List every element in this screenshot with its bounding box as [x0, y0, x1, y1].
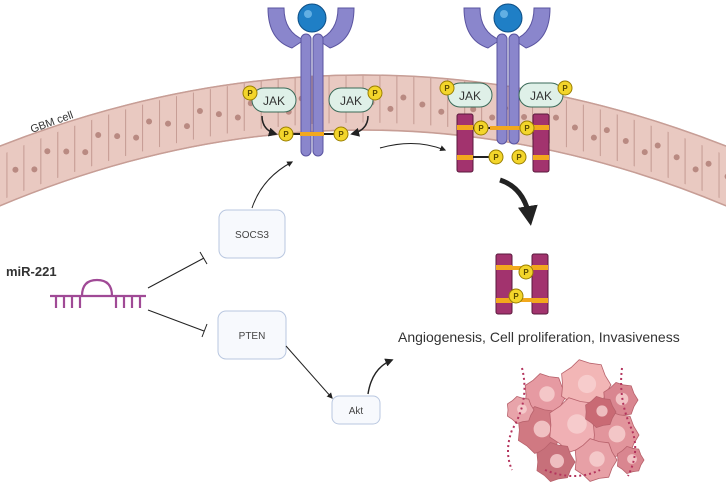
cell-nucleus [552, 114, 559, 121]
cell-nucleus [95, 131, 102, 138]
svg-text:P: P [372, 89, 378, 98]
pten-arrow [285, 345, 333, 399]
tumor-cell-nucleus [539, 386, 555, 402]
cell-nucleus [622, 137, 629, 144]
cell-nucleus [705, 160, 712, 167]
membrane-cell [718, 142, 726, 205]
svg-text:P: P [478, 124, 484, 133]
membrane-cell [379, 75, 398, 132]
socs3-arrow [251, 161, 294, 209]
cell-nucleus [63, 148, 70, 155]
svg-text:P: P [283, 130, 289, 139]
tumor-cell-nucleus [596, 405, 608, 417]
phosphate-group: P P P P [242, 85, 383, 142]
svg-text:P: P [444, 84, 450, 93]
cell-nucleus [234, 114, 241, 121]
stat-dimer-free: P P [495, 253, 549, 315]
cell-nucleus [692, 166, 699, 173]
svg-text:P: P [562, 84, 568, 93]
jak-right-a: JAK [447, 82, 493, 108]
inhibition-socs3 [147, 251, 208, 289]
mirna-icon [50, 278, 146, 308]
svg-text:PTEN: PTEN [239, 331, 266, 342]
inhibition-pten [147, 309, 208, 338]
svg-text:P: P [513, 292, 519, 301]
cytokine-receptor-left [267, 7, 355, 157]
cell-nucleus [470, 106, 477, 113]
svg-text:P: P [523, 268, 529, 277]
cell-nucleus [196, 107, 203, 114]
translocation-arrow [499, 177, 538, 226]
cell-nucleus [521, 113, 528, 120]
svg-text:SOCS3: SOCS3 [235, 230, 269, 241]
svg-text:JAK: JAK [340, 94, 362, 108]
mirna-label: miR-221 [6, 264, 57, 279]
jak-right-b: JAK [518, 82, 564, 108]
cell-nucleus [165, 120, 172, 127]
tumor-cell-nucleus [589, 451, 605, 467]
svg-text:Akt: Akt [349, 406, 364, 417]
cell-nucleus [571, 124, 578, 131]
svg-text:P: P [493, 153, 499, 162]
cell-nucleus [146, 118, 153, 125]
membrane-cell [396, 75, 415, 133]
phosphate-group-right: P P P P P P [439, 80, 573, 165]
outcome-label: Angiogenesis, Cell proliferation, Invasi… [398, 329, 680, 345]
cell-nucleus [400, 94, 407, 101]
socs3-node: SOCS3 [218, 209, 286, 259]
svg-text:P: P [247, 89, 253, 98]
svg-text:JAK: JAK [459, 89, 481, 103]
cytokine-receptor-right [463, 7, 551, 145]
cell-nucleus [133, 134, 140, 141]
ligand-left [297, 3, 327, 33]
jak-left-a: JAK [251, 87, 297, 113]
svg-text:JAK: JAK [530, 89, 552, 103]
phosphorylation-arrow-right [350, 115, 369, 137]
akt-node: Akt [331, 395, 381, 425]
tumor-cell-nucleus [627, 454, 637, 464]
cell-nucleus [387, 105, 394, 112]
tumor-cell-nucleus [550, 454, 564, 468]
cell-nucleus [183, 123, 190, 130]
cell-nucleus [590, 134, 597, 141]
svg-text:P: P [516, 153, 522, 162]
tumor-cell-nucleus [577, 374, 597, 394]
phosphorylation-arrow-left [261, 115, 278, 137]
cell-nucleus [654, 142, 661, 149]
ligand-right [493, 3, 523, 33]
cell-nucleus [114, 133, 121, 140]
tumor-cell-nucleus [567, 414, 587, 434]
cell-nucleus [419, 101, 426, 108]
cell-nucleus [12, 166, 19, 173]
tumor-cell-nucleus [533, 420, 551, 438]
cell-nucleus [489, 114, 496, 121]
cell-nucleus [44, 148, 51, 155]
pten-node: PTEN [217, 310, 287, 360]
svg-text:P: P [338, 130, 344, 139]
cell-nucleus [82, 149, 89, 156]
activation-arrow [379, 142, 447, 152]
tumor-cell-nucleus [608, 425, 626, 443]
tumor-cluster-icon [506, 359, 645, 482]
cell-nucleus [438, 108, 445, 115]
cell-nucleus [603, 127, 610, 134]
jak-left-b: JAK [328, 87, 374, 113]
cell-nucleus [641, 149, 648, 156]
svg-text:JAK: JAK [263, 94, 285, 108]
cell-nucleus [673, 154, 680, 161]
akt-arrow [367, 358, 394, 395]
cell-nucleus [31, 166, 38, 173]
cell-nucleus [215, 111, 222, 118]
svg-text:P: P [524, 124, 530, 133]
